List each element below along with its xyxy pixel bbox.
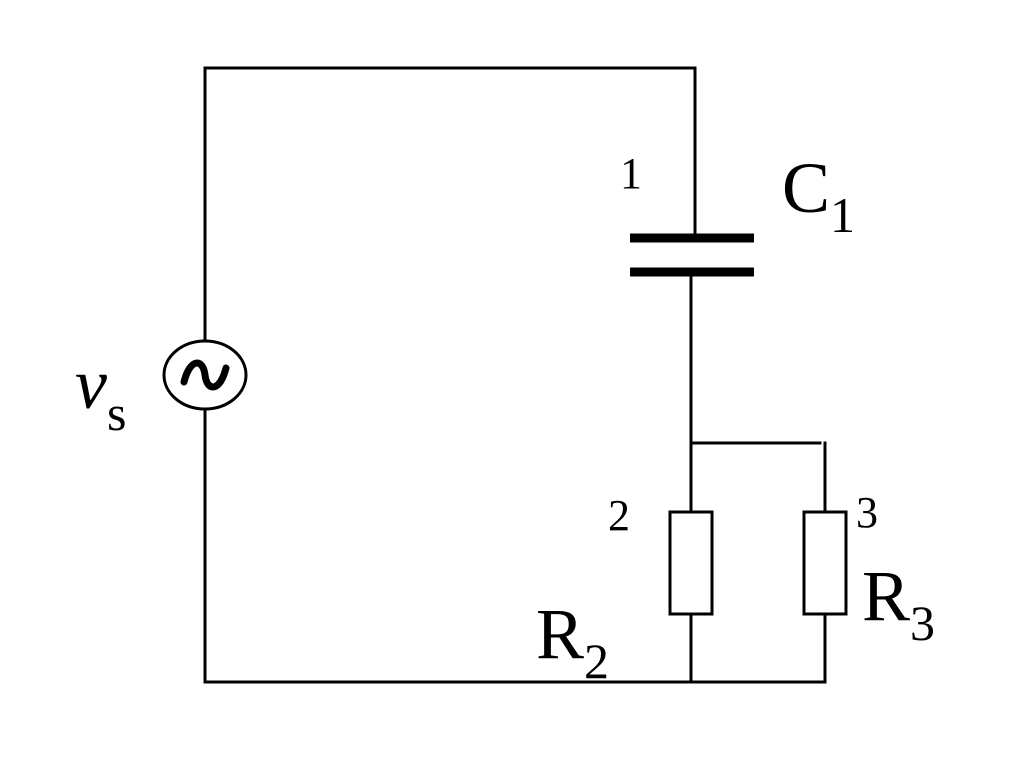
source-label: vs	[75, 344, 126, 441]
node-label-2: 2	[608, 491, 630, 540]
ac-source	[162, 339, 248, 411]
capacitor-c1	[630, 233, 754, 277]
node-label-1: 1	[620, 149, 642, 198]
resistor-r3	[802, 510, 848, 616]
resistor-2-label: R2	[536, 594, 609, 689]
node-label-3: 3	[856, 488, 878, 537]
resistor-r2	[668, 510, 714, 616]
resistor-3-label: R3	[862, 556, 935, 651]
wires	[203, 66, 827, 684]
sine-wave-icon	[180, 359, 230, 391]
capacitor-label: C1	[782, 148, 855, 243]
